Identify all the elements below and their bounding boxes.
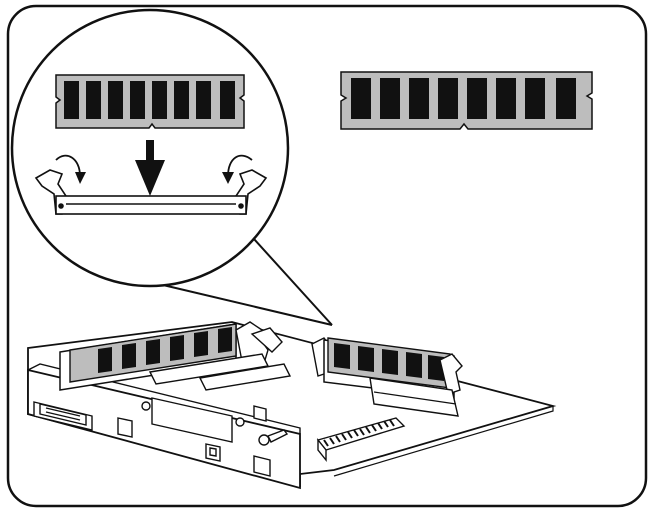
dimm-slot-right xyxy=(311,337,463,417)
parallel-port xyxy=(33,401,93,431)
down-arrow-icon xyxy=(135,140,165,196)
pin-header xyxy=(316,417,406,462)
bracket-cutouts xyxy=(117,397,271,477)
zoom-module-chips xyxy=(64,81,235,119)
memory-module-zoomed xyxy=(55,74,245,129)
dimm-slot-left xyxy=(59,321,292,391)
module-chips xyxy=(351,78,576,119)
memory-module-standalone xyxy=(340,71,593,130)
motherboard xyxy=(27,321,557,490)
module-outline xyxy=(340,71,593,130)
curved-arrow-left-icon xyxy=(55,154,86,184)
board-screw xyxy=(258,429,289,446)
magnifier-callout xyxy=(10,8,290,288)
callout-tail xyxy=(162,227,333,326)
zoom-module-outline xyxy=(55,74,245,129)
dimm-socket-zoomed xyxy=(34,169,268,215)
curved-arrow-right-icon xyxy=(222,154,253,184)
